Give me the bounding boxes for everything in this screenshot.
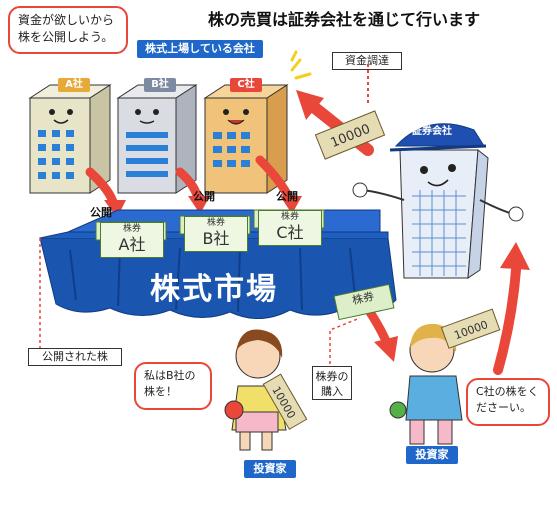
stock-card-b-word: 株券 (206, 218, 225, 228)
stock-card-c-word: 株券 (280, 212, 299, 222)
investor-label-girl: 投資家 (244, 460, 296, 478)
listed-companies-label: 株式上場している会社 (137, 40, 263, 58)
stock-card-c: 株券 C社 (258, 210, 322, 246)
girl-speech-text: 私はB社の株を！ (144, 369, 196, 398)
stock-card-a-word: 株券 (122, 224, 141, 234)
broker-cap-text: 証券会社 (412, 124, 452, 137)
company-speech-bubble: 資金が欲しいから株を公開しよう。 (8, 6, 128, 54)
page-title: 株の売買は証券会社を通じて行います (208, 10, 481, 29)
stock-card-c-label: C社 (276, 223, 304, 242)
stock-card-a: 株券 A社 (100, 222, 164, 258)
girl-investor: 10000 (224, 329, 308, 451)
public-label-a: 公開 (90, 206, 112, 219)
child-investor: 10000 (389, 308, 501, 445)
stock-card-b-label: B社 (202, 229, 230, 248)
stock-purchase-label: 株券の購入 (312, 366, 352, 400)
stock-card-a-label: A社 (118, 235, 146, 254)
girl-speech-bubble: 私はB社の株を！ (134, 362, 212, 410)
stock-bundle (333, 283, 395, 321)
published-stock-label: 公開された株 (28, 348, 122, 366)
company-tag-a: A社 (58, 78, 90, 92)
public-label-c: 公開 (276, 190, 298, 203)
stock-card-b: 株券 B社 (184, 216, 248, 252)
child-speech-bubble: C社の株をくださーい。 (466, 378, 550, 426)
investor-label-child: 投資家 (406, 446, 458, 464)
child-speech-text: C社の株をくださーい。 (476, 385, 539, 414)
public-label-b: 公開 (193, 190, 215, 203)
building-b (116, 84, 198, 194)
company-speech-text: 資金が欲しいから株を公開しよう。 (18, 13, 115, 44)
broker-building (352, 123, 524, 279)
company-tag-c: C社 (230, 78, 262, 92)
company-tag-b: B社 (144, 78, 176, 92)
market-label: 株式市場 (150, 272, 278, 307)
funding-label: 資金調達 (332, 52, 402, 70)
